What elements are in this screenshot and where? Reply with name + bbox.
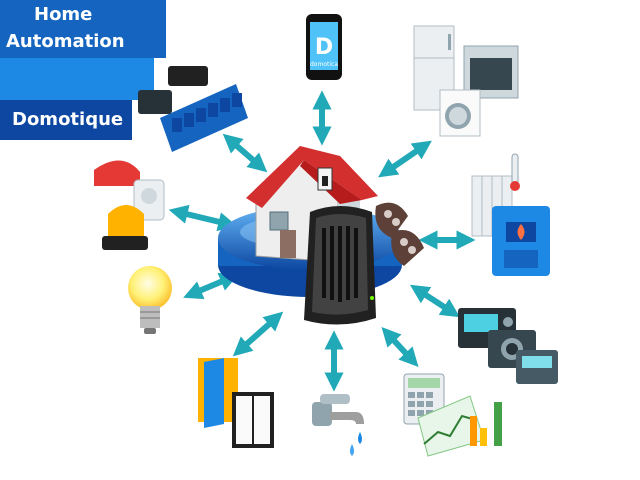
arrow-relay [222, 133, 268, 173]
arrow-security [168, 204, 238, 232]
phone-brand: domotica [310, 61, 338, 68]
subtitle-banner: Domotique [0, 100, 132, 140]
control-panels-icon [458, 308, 558, 384]
heating-icon [471, 153, 550, 276]
arrow-panels [409, 284, 461, 318]
relay-board-icon [138, 66, 248, 152]
title-banner-middle [0, 58, 154, 100]
energy-meter-icon [403, 373, 502, 457]
appliances-icon [413, 25, 519, 137]
title-line-2: Automation [6, 31, 125, 52]
arrow-door [232, 311, 284, 357]
remote-keyfob-icon [375, 202, 424, 266]
arrow-meter [381, 326, 419, 368]
arrow-bulb [183, 272, 239, 300]
connection-arrows [168, 90, 476, 392]
security-devices-icon [94, 160, 165, 250]
phone-letter: D [315, 35, 333, 60]
water-tap-icon [312, 394, 364, 456]
smartphone-icon: D domotica [306, 14, 342, 80]
arrow-appliances [378, 140, 432, 178]
door-window-icon [198, 358, 274, 448]
title-line-1: Home [34, 4, 93, 25]
light-bulb-icon [128, 266, 172, 334]
gateway-device-icon [304, 206, 376, 325]
subtitle-text: Domotique [12, 109, 124, 130]
title-banner: Home Automation [0, 0, 166, 58]
